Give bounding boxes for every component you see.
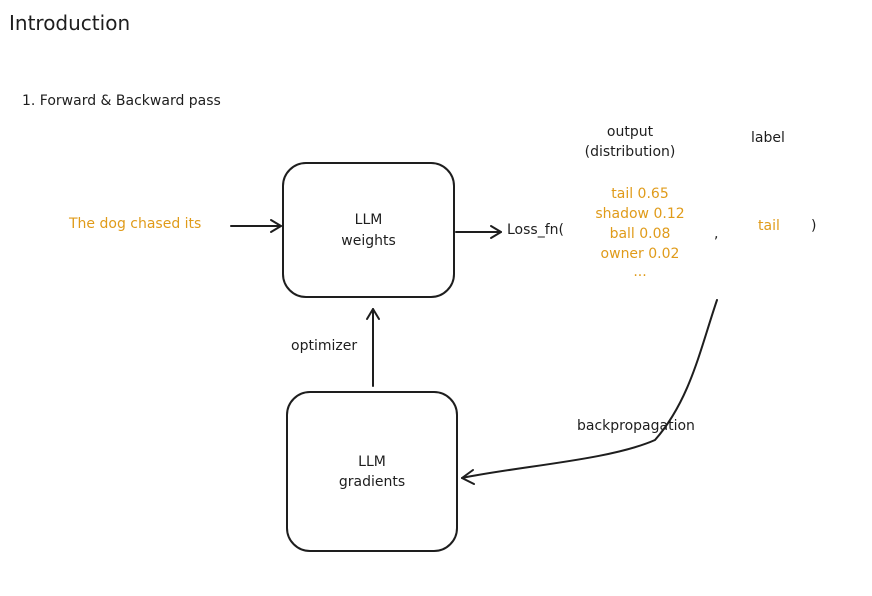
distribution-item: shadow 0.12 — [595, 206, 685, 222]
distribution-list: tail 0.65 shadow 0.12 ball 0.08 owner 0.… — [575, 186, 705, 286]
page-heading: Introduction — [9, 11, 131, 35]
gradients-box-line2: gradients — [338, 474, 406, 490]
output-header-line1: output — [606, 124, 654, 140]
weights-to-loss-arrow — [455, 225, 502, 239]
llm-gradients-box: LLM gradients — [286, 391, 458, 552]
label-header: label — [751, 130, 785, 146]
distribution-item: tail 0.65 — [611, 186, 669, 202]
input-to-weights-arrow — [230, 219, 282, 233]
distribution-item: ... — [633, 264, 647, 280]
optimizer-label: optimizer — [291, 338, 358, 354]
backpropagation-arrow — [461, 299, 718, 485]
argument-separator: , — [714, 226, 719, 242]
optimizer-arrow — [366, 308, 380, 387]
label-value: tail — [758, 218, 780, 234]
weights-box-line1: LLM — [354, 212, 383, 228]
loss-function-label: Loss_fn( — [507, 222, 564, 238]
llm-weights-box: LLM weights — [282, 162, 455, 298]
gradients-box-line1: LLM — [358, 454, 386, 470]
distribution-item: ball 0.08 — [609, 226, 671, 242]
weights-box-line2: weights — [341, 233, 396, 249]
output-header-line2: (distribution) — [584, 144, 676, 160]
distribution-item: owner 0.02 — [600, 246, 680, 262]
backpropagation-label: backpropagation — [577, 418, 695, 434]
section-title: 1. Forward & Backward pass — [22, 93, 221, 109]
input-prompt-text: The dog chased its — [69, 216, 202, 232]
close-paren: ) — [811, 218, 817, 234]
